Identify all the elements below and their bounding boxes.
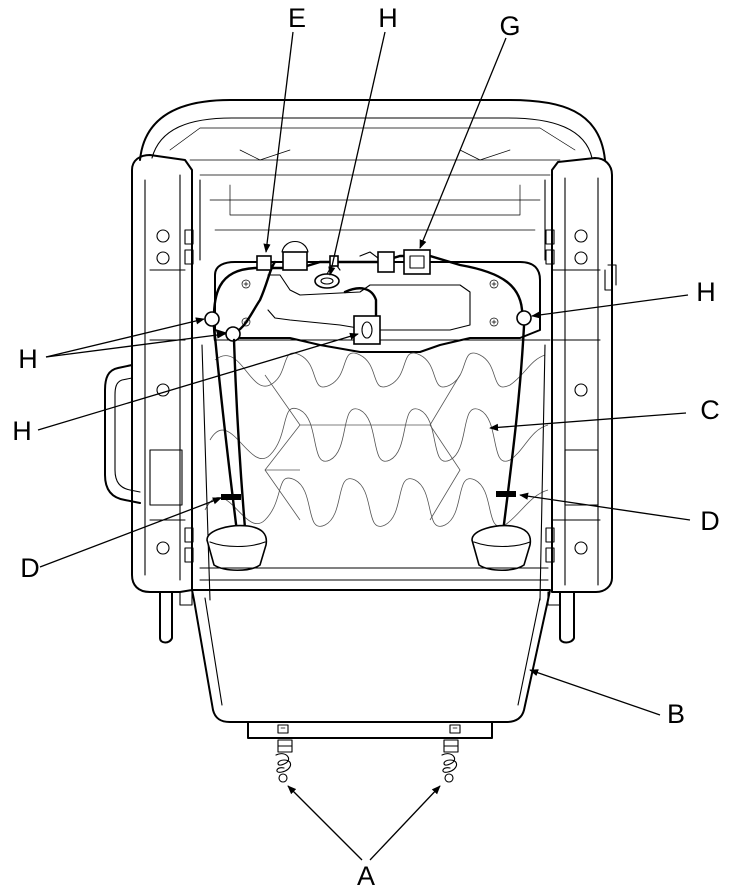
callout-h-top: H bbox=[378, 3, 398, 33]
callout-e: E bbox=[288, 3, 306, 33]
callout-d-right: D bbox=[700, 506, 720, 536]
callout-a: A bbox=[357, 861, 375, 891]
callout-b: B bbox=[667, 699, 685, 729]
bottom-hooks bbox=[275, 739, 459, 783]
connector-g bbox=[403, 249, 431, 275]
callout-g: G bbox=[499, 11, 520, 41]
right-side-frame bbox=[545, 157, 617, 644]
clamp-d-right bbox=[496, 491, 516, 497]
cable-cup-right bbox=[471, 524, 532, 572]
seat-bottom-frame bbox=[191, 567, 551, 739]
callout-c: C bbox=[700, 395, 720, 425]
zigzag-springs bbox=[204, 352, 549, 527]
side-cables bbox=[201, 324, 546, 601]
clip-h-left-upper bbox=[204, 311, 220, 327]
clip-h-right bbox=[516, 310, 532, 326]
seat-back-top bbox=[139, 99, 606, 261]
callout-h-left: H bbox=[18, 344, 38, 374]
callout-h-lower-left: H bbox=[12, 416, 32, 446]
leader-lines bbox=[37, 31, 691, 861]
callout-d-left: D bbox=[20, 553, 40, 583]
clamp-d-left bbox=[221, 494, 241, 500]
left-side-frame bbox=[104, 154, 194, 644]
clip-h-top bbox=[314, 273, 340, 289]
connector-e bbox=[256, 255, 272, 271]
connector-h-center bbox=[353, 315, 381, 345]
cable-cup-left bbox=[206, 524, 268, 572]
clip-h-left-lower bbox=[225, 326, 241, 342]
callout-h-right: H bbox=[696, 277, 716, 307]
upper-cross-member bbox=[214, 261, 551, 353]
harness-connectors bbox=[204, 240, 532, 345]
